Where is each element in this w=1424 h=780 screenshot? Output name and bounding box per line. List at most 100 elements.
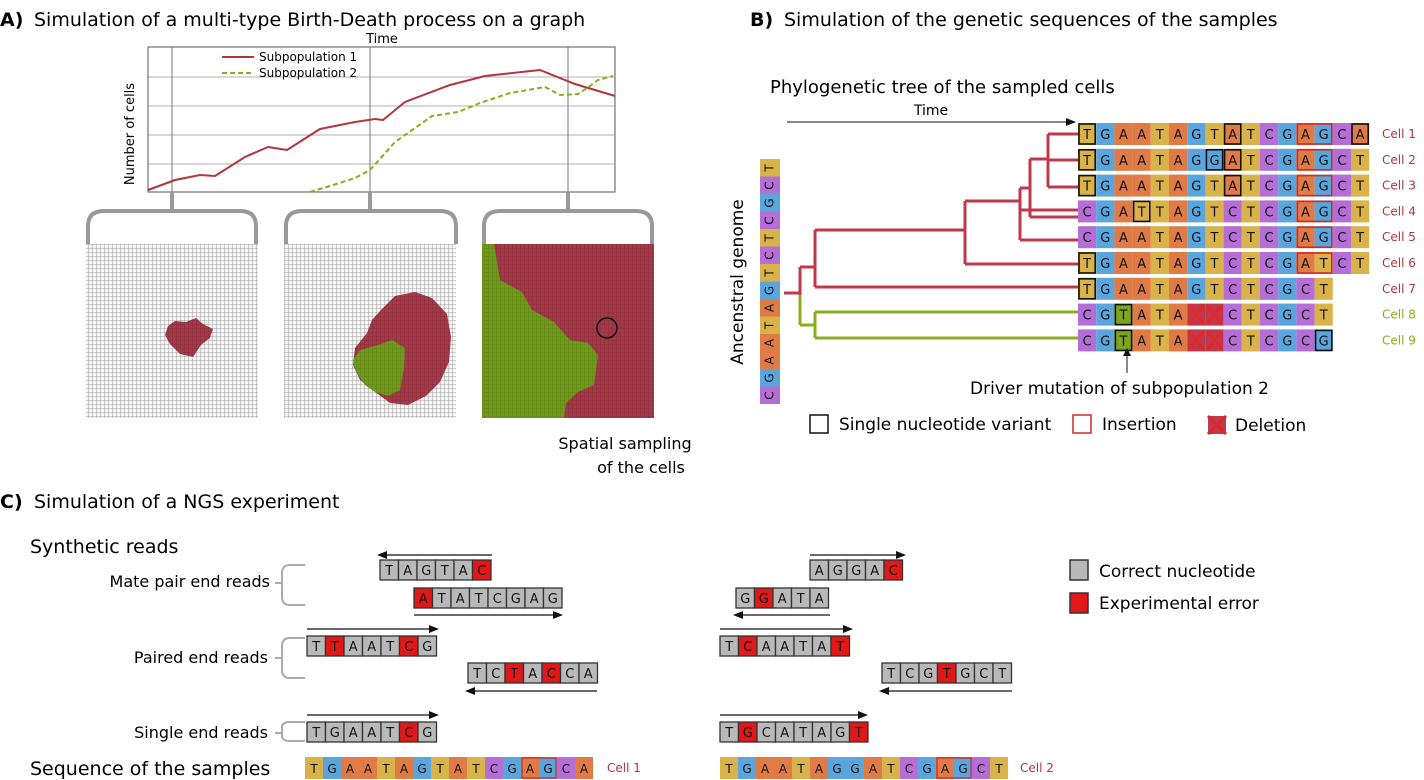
read-type-braces (275, 564, 305, 742)
svg-text:T: T (1210, 231, 1219, 246)
svg-text:A: A (1137, 180, 1146, 195)
svg-text:A: A (815, 592, 824, 607)
svg-text:G: G (1319, 334, 1329, 349)
sequence-base: A (1132, 148, 1151, 171)
svg-text:A: A (403, 564, 412, 579)
sequence-base: T (1241, 226, 1260, 249)
svg-text:G: G (1282, 128, 1292, 143)
sequence-base: T (1241, 174, 1260, 197)
read-base: A (397, 559, 418, 581)
read-base: T (790, 587, 811, 609)
spatial-grid-early (86, 244, 258, 418)
svg-text:T: T (763, 164, 777, 173)
legend-error-swatch (1069, 592, 1089, 614)
svg-text:G: G (1282, 205, 1292, 220)
synthetic-reads-label: Synthetic reads (30, 536, 178, 558)
svg-text:G: G (1191, 283, 1201, 298)
sequence-base: C (1078, 226, 1097, 249)
svg-text:A: A (761, 762, 770, 776)
tree-time-label: Time (913, 103, 948, 119)
sequence-base: C (1332, 200, 1351, 223)
sequence-base: T (1241, 252, 1260, 274)
svg-text:A: A (1301, 154, 1310, 169)
svg-text:C: C (1265, 180, 1274, 195)
svg-text:T: T (471, 762, 480, 776)
sequence-base: C (1332, 252, 1351, 274)
svg-text:A: A (780, 640, 789, 655)
sequence-base: A (1169, 252, 1188, 274)
sequence-base: A (1132, 329, 1151, 352)
svg-text:A: A (364, 762, 373, 776)
sequence-base: T (1205, 252, 1224, 274)
cell-name: Cell 3 (1382, 179, 1416, 193)
sequence-base: C (1260, 329, 1279, 352)
read-base: A (774, 635, 795, 657)
svg-text:A: A (1174, 205, 1183, 220)
sequence-base: C (1260, 303, 1279, 326)
svg-text:T: T (1082, 257, 1091, 272)
svg-text:T: T (474, 592, 483, 607)
sequence-base: T (1205, 174, 1224, 197)
sequence-base: A (1132, 277, 1151, 300)
svg-text:T: T (381, 762, 390, 776)
subpopulation-2-line (309, 75, 614, 193)
svg-text:A: A (1356, 128, 1365, 143)
sequence-base: C (1223, 200, 1242, 223)
read-base: C (883, 559, 904, 581)
sample-base: G (918, 757, 936, 779)
svg-text:G: G (1100, 309, 1110, 324)
svg-text:A: A (1174, 334, 1183, 349)
sample-base: A (575, 757, 593, 779)
svg-text:A: A (400, 762, 409, 776)
read-base: T (719, 635, 740, 657)
ancestral-base: T (760, 316, 780, 334)
sequence-base: G (1314, 123, 1333, 145)
sequence-base: T (1241, 148, 1260, 171)
driver-mutation-label: Driver mutation of subpopulation 2 (970, 379, 1269, 399)
read-base: C (398, 635, 419, 657)
read-base: T (992, 662, 1013, 684)
cell-name: Cell 5 (1382, 230, 1416, 244)
svg-text:T: T (435, 762, 444, 776)
svg-text:T: T (1119, 309, 1128, 324)
svg-text:C: C (1301, 309, 1310, 324)
sequence-base: G (1278, 123, 1297, 145)
sequence-base: C (1223, 277, 1242, 300)
read-base: G (735, 587, 756, 609)
read-direction-arrows (307, 551, 1012, 719)
cell-name: Cell 2 (1382, 153, 1416, 167)
sequence-base: G (1314, 148, 1333, 171)
svg-text:T: T (1319, 309, 1328, 324)
svg-text:T: T (330, 640, 339, 655)
svg-text:G: G (327, 762, 336, 776)
sequence-base: T (1351, 226, 1370, 249)
svg-text:G: G (422, 726, 432, 741)
svg-text:A: A (763, 303, 777, 312)
svg-text:T: T (1155, 257, 1164, 272)
ancestral-base: T (760, 229, 780, 247)
sample-2-name: Cell 2 (1020, 761, 1054, 775)
sample-base: A (810, 757, 828, 779)
svg-text:T: T (1210, 283, 1219, 298)
svg-text:T: T (440, 564, 449, 579)
read-arrow (879, 687, 1012, 695)
read-base: G (416, 559, 437, 581)
sequence-base: A (1114, 252, 1133, 274)
svg-text:G: G (832, 762, 841, 776)
svg-text:G: G (543, 762, 552, 776)
sequence-base: C (1260, 148, 1279, 171)
sequence-base: C (1223, 329, 1242, 352)
sequence-base: C (1260, 123, 1279, 145)
svg-text:T: T (1210, 128, 1219, 143)
svg-text:A: A (1137, 283, 1146, 298)
read-base: G (827, 559, 848, 581)
svg-text:T: T (1319, 257, 1328, 272)
svg-text:A: A (817, 640, 826, 655)
svg-text:G: G (1191, 180, 1201, 195)
svg-text:C: C (1265, 309, 1274, 324)
chart-time-label: Time (365, 32, 398, 47)
svg-text:T: T (1246, 180, 1255, 195)
read-base: A (578, 662, 599, 684)
